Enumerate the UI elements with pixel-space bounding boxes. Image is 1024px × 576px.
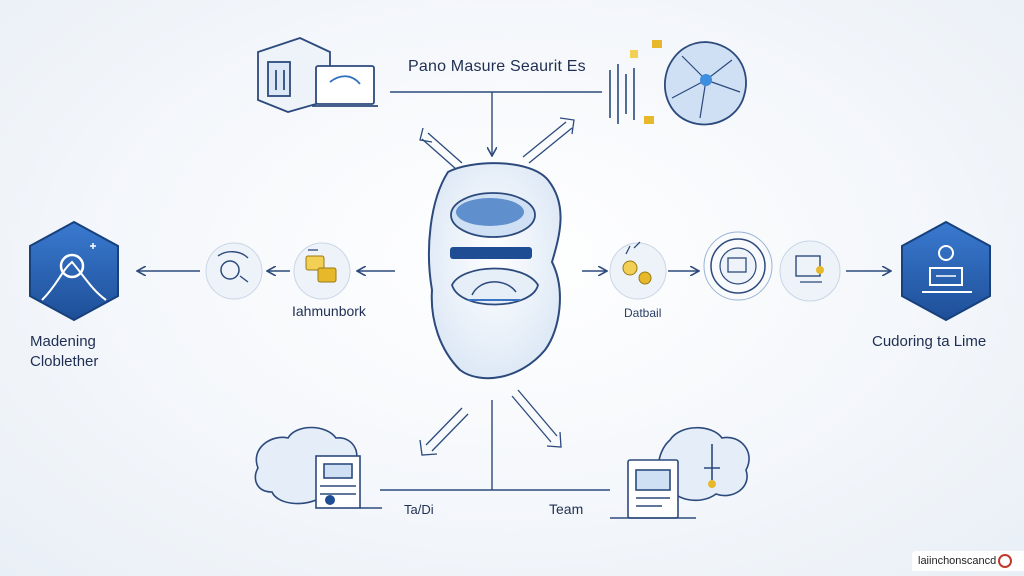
node-circle-left — [205, 242, 263, 300]
tablet-cloud-icon — [610, 427, 750, 519]
arrow-down-left — [419, 407, 469, 456]
computer-monitor-icon — [257, 37, 378, 113]
helmet-head-icon — [428, 162, 562, 380]
node-circle-gold-right — [609, 241, 667, 300]
arrow-up-left — [419, 127, 463, 170]
label-left-line2: Cloblether — [30, 353, 99, 370]
label-top: Pano Masure Seaurit Es — [408, 58, 586, 75]
seal-icon — [998, 554, 1013, 568]
flower-network-icon — [609, 40, 747, 126]
connector-lines — [138, 91, 890, 491]
arrow-down-right — [511, 389, 562, 448]
diagonal-arrows — [419, 117, 575, 456]
watermark-text: laiinchonscancd — [918, 555, 997, 567]
label-center-left: Iahmunbork — [292, 303, 366, 319]
node-circle-ring — [703, 231, 773, 301]
label-left: Madening Cloblether — [30, 332, 98, 372]
node-circle-right — [779, 240, 841, 302]
label-right: Cudoring ta Lime — [872, 333, 987, 350]
label-left-line1: Madening — [30, 333, 96, 350]
node-circle-gold-left — [293, 242, 351, 300]
building-cloud-icon — [254, 426, 382, 509]
label-bottom-left: Ta/Di — [404, 502, 434, 517]
watermark-badge: laiinchonscancd — [912, 551, 1024, 571]
label-bottom-right: Team — [549, 501, 584, 517]
person-desk-icon — [901, 220, 991, 322]
arrow-up-right — [522, 117, 575, 164]
user-path-icon — [29, 220, 119, 322]
label-center-right: Datbail — [624, 306, 662, 320]
